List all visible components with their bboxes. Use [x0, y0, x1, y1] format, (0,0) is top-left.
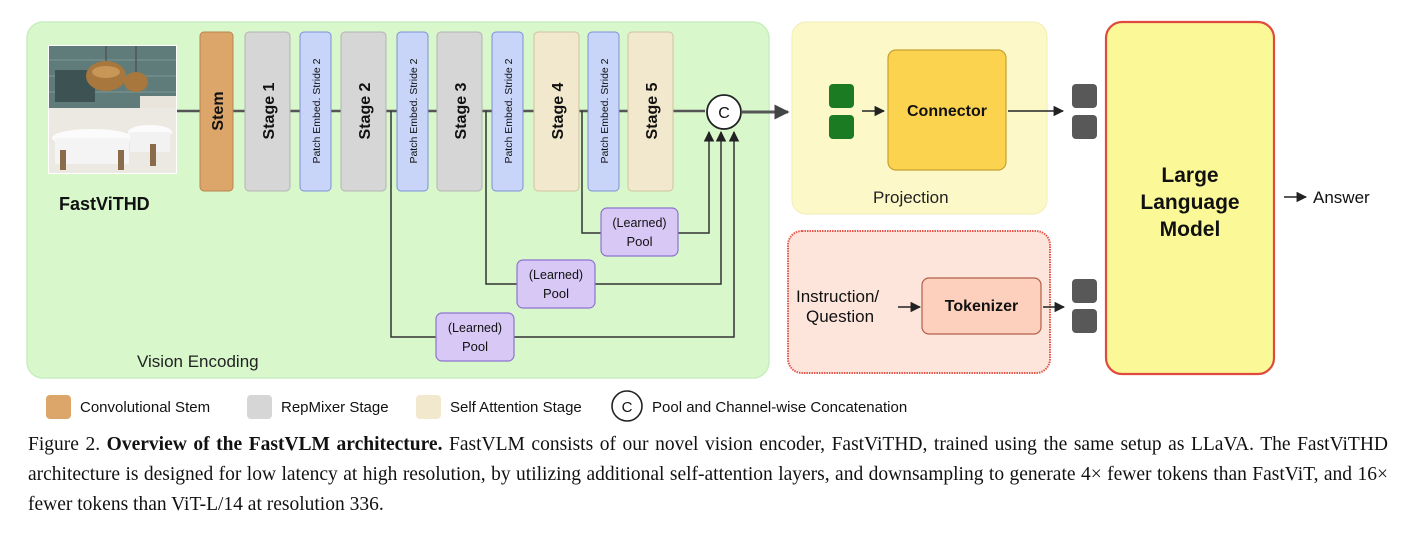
- text-token-1: [1072, 279, 1097, 303]
- caption-prefix: Figure 2.: [28, 434, 101, 455]
- pool-block-2: [516, 259, 596, 309]
- stage-5-block: [627, 31, 674, 192]
- figure-caption: Figure 2. Overview of the FastVLM archit…: [28, 430, 1388, 520]
- branch-line-stage-3: [485, 111, 517, 285]
- stage-4-block: [533, 31, 580, 192]
- pool-3-line1: (Learned): [448, 321, 502, 335]
- stage-2-label: Stage 2: [357, 82, 374, 139]
- visual-token-1: [829, 84, 854, 108]
- architecture-diagram: Vision Encoding FastViTHD Stem Stage 1 P…: [26, 20, 1370, 422]
- legend-conv-label: Convolutional Stem: [80, 399, 210, 416]
- patch-embed-block-1: [299, 31, 332, 192]
- branch-line-stage-2: [390, 111, 436, 338]
- pool-3-line2: Pool: [462, 339, 488, 354]
- tokenizer-label: Tokenizer: [945, 298, 1019, 315]
- vision-encoding-label: Vision Encoding: [137, 352, 259, 371]
- llm-block: [1104, 20, 1276, 376]
- instruction-line-1: Instruction/: [796, 287, 879, 306]
- stem-block: [199, 31, 234, 192]
- connector-label: Connector: [907, 103, 987, 120]
- legend-concat-letter: C: [622, 399, 633, 416]
- restaurant-photo: [48, 45, 177, 174]
- pool-block-3: [435, 312, 515, 362]
- pool-output-line-1: [678, 130, 715, 234]
- stage-3-label: Stage 3: [453, 82, 470, 139]
- stage-4-label: Stage 4: [550, 82, 567, 139]
- pool-2-line1: (Learned): [529, 268, 583, 282]
- legend-concat-circle-icon: [611, 390, 643, 422]
- patch-embed-label-3: Patch Embed. Stride 2: [503, 58, 515, 163]
- llm-line-1: Large: [1161, 164, 1218, 187]
- tokenizer-block: [921, 277, 1042, 335]
- patch-embed-label-1: Patch Embed. Stride 2: [311, 58, 323, 163]
- answer-label: Answer: [1313, 188, 1370, 207]
- stem-label: Stem: [210, 91, 227, 130]
- stage-5-label: Stage 5: [644, 82, 661, 139]
- caption-title: Overview of the FastVLM architecture.: [106, 434, 443, 455]
- pool-2-line2: Pool: [543, 286, 569, 301]
- stage-2-block: [340, 31, 387, 192]
- legend-concat-label: Pool and Channel-wise Concatenation: [652, 399, 907, 416]
- patch-embed-block-3: [491, 31, 524, 192]
- stage-1-label: Stage 1: [261, 82, 278, 139]
- connector-block: [887, 49, 1007, 171]
- pool-output-line-2: [595, 130, 727, 285]
- instruction-line-2: Question: [806, 307, 874, 326]
- patch-embed-label-4: Patch Embed. Stride 2: [599, 58, 611, 163]
- concat-letter: C: [718, 105, 730, 122]
- pool-1-line2: Pool: [626, 234, 652, 249]
- legend-swatch-conv: [46, 395, 71, 419]
- projected-token-2: [1072, 115, 1097, 139]
- llm-line-3: Model: [1160, 218, 1221, 241]
- stage-1-block: [244, 31, 291, 192]
- legend-repmixer-label: RepMixer Stage: [281, 399, 389, 416]
- visual-token-2: [829, 115, 854, 139]
- fastvithd-label: FastViTHD: [59, 194, 150, 214]
- caption-body: FastVLM consists of our novel vision enc…: [28, 434, 1388, 515]
- text-token-2: [1072, 309, 1097, 333]
- stage-3-block: [436, 31, 483, 192]
- projected-token-1: [1072, 84, 1097, 108]
- legend-swatch-repmixer: [247, 395, 272, 419]
- projection-label: Projection: [873, 188, 949, 207]
- pool-output-line-3: [514, 130, 740, 338]
- legend-swatch-self-attention: [416, 395, 441, 419]
- patch-embed-block-4: [587, 31, 620, 192]
- pool-1-line1: (Learned): [612, 216, 666, 230]
- patch-embed-label-2: Patch Embed. Stride 2: [408, 58, 420, 163]
- legend-self-attention-label: Self Attention Stage: [450, 399, 582, 416]
- pool-block-1: [600, 207, 679, 257]
- llm-line-2: Language: [1140, 191, 1239, 214]
- patch-embed-block-2: [396, 31, 429, 192]
- branch-line-stage-4: [581, 111, 601, 234]
